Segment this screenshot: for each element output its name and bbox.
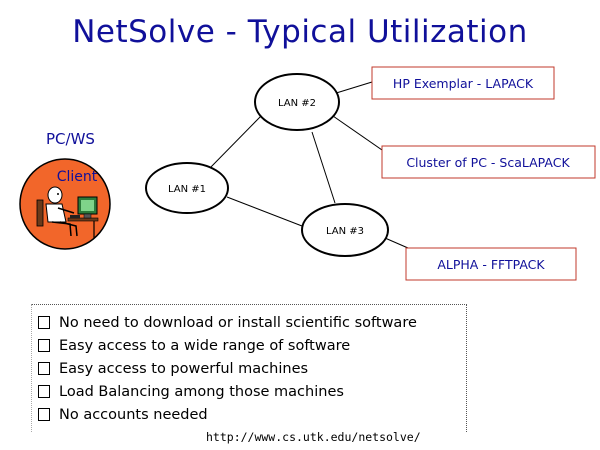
lan-node-2: LAN #2 bbox=[254, 73, 340, 131]
server-label-cluster: Cluster of PC - ScaLAPACK bbox=[406, 155, 570, 170]
checkbox-icon bbox=[38, 385, 50, 398]
checkbox-icon bbox=[38, 339, 50, 352]
lan-node-1: LAN #1 bbox=[145, 162, 229, 214]
client-node: Client bbox=[19, 158, 111, 250]
link-lan2-lan3 bbox=[311, 131, 336, 204]
link-lan2-cluster bbox=[332, 115, 383, 151]
pcws-label: PC/WS bbox=[46, 130, 95, 148]
server-box-cluster: Cluster of PC - ScaLAPACK bbox=[381, 145, 596, 179]
server-box-alpha: ALPHA - FFTPACK bbox=[405, 247, 577, 281]
link-lan2-lan1 bbox=[207, 114, 263, 171]
feature-text: Load Balancing among those machines bbox=[59, 383, 344, 400]
feature-item: No need to download or install scientifi… bbox=[38, 311, 466, 334]
client-label: Client bbox=[57, 169, 98, 185]
feature-item: Load Balancing among those machines bbox=[38, 380, 466, 403]
feature-text: No need to download or install scientifi… bbox=[59, 314, 417, 331]
checkbox-icon bbox=[38, 408, 50, 421]
feature-text: Easy access to a wide range of software bbox=[59, 337, 351, 354]
slide-title: NetSolve - Typical Utilization bbox=[72, 14, 528, 50]
feature-item: No accounts needed bbox=[38, 403, 466, 426]
netsolve-url-link[interactable]: http://www.cs.utk.edu/netsolve/ bbox=[206, 430, 421, 444]
feature-text: Easy access to powerful machines bbox=[59, 360, 309, 377]
checkbox-icon bbox=[38, 362, 50, 375]
server-box-hp: HP Exemplar - LAPACK bbox=[371, 66, 555, 100]
lan-node-2-label: LAN #2 bbox=[278, 98, 316, 109]
person-at-computer-icon bbox=[36, 186, 99, 238]
lan-node-1-label: LAN #1 bbox=[168, 184, 206, 195]
lan-node-3-label: LAN #3 bbox=[326, 226, 364, 237]
feature-item: Easy access to powerful machines bbox=[38, 357, 466, 380]
feature-item: Easy access to a wide range of software bbox=[38, 334, 466, 357]
server-label-alpha: ALPHA - FFTPACK bbox=[437, 257, 545, 272]
link-lan3-alpha bbox=[384, 237, 409, 249]
checkbox-icon bbox=[38, 316, 50, 329]
features-list: No need to download or install scientifi… bbox=[31, 304, 467, 432]
link-lan1-lan3 bbox=[226, 196, 303, 227]
lan-node-3: LAN #3 bbox=[301, 203, 389, 257]
link-lan2-hp bbox=[332, 81, 373, 95]
server-label-hp: HP Exemplar - LAPACK bbox=[393, 76, 534, 91]
feature-text: No accounts needed bbox=[59, 406, 208, 423]
